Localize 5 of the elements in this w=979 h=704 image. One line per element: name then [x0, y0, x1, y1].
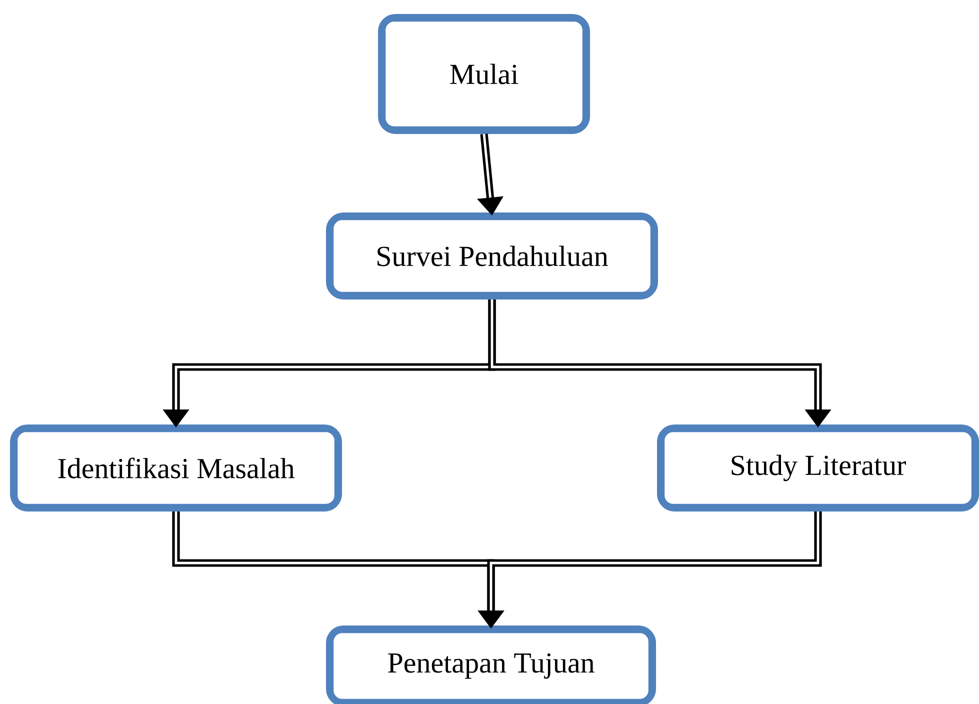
process-box: Penetapan Tujuan: [326, 626, 656, 704]
process-box: Study Literatur: [657, 424, 979, 512]
process-box: Identifikasi Masalah: [10, 424, 342, 512]
process-box: Mulai: [378, 14, 590, 134]
process-box: Survei Pendahuluan: [326, 212, 658, 300]
